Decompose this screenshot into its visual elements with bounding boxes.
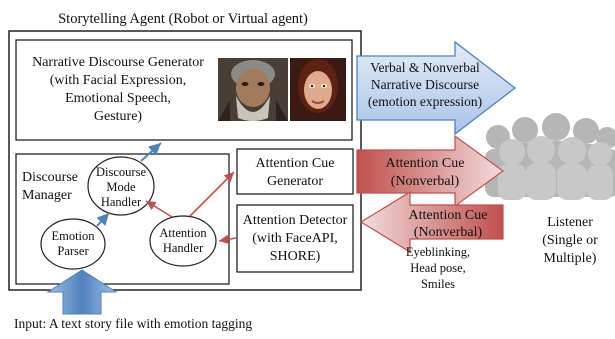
svg-text:Attention Cue: Attention Cue (409, 208, 488, 223)
cue-details-label: Eyeblinking, Head pose, Smiles (406, 245, 470, 291)
handler-to-mode-connector (145, 200, 173, 218)
svg-text:Smiles: Smiles (421, 277, 455, 291)
svg-text:(with FaceAPI,: (with FaceAPI, (252, 231, 338, 246)
mode-to-generator-connector (140, 142, 162, 162)
svg-text:Narrative Discourse Generator: Narrative Discourse Generator (32, 55, 204, 70)
narrative-generator-label: Narrative Discourse Generator (with Faci… (32, 55, 204, 124)
svg-text:(Nonverbal): (Nonverbal) (414, 225, 483, 240)
svg-text:Emotional Speech,: Emotional Speech, (65, 91, 171, 106)
cue-output-arrow (356, 134, 505, 208)
svg-text:Listener: Listener (547, 215, 593, 230)
diagram-title: Storytelling Agent (Robot or Virtual age… (58, 11, 308, 27)
input-caption: Input: A text story file with emotion ta… (14, 316, 252, 331)
svg-text:(emotion expression): (emotion expression) (368, 94, 482, 109)
emotion-parser-label: Emotion Parser (51, 229, 95, 258)
virtual-agent-face-image (290, 58, 346, 121)
discourse-manager-label: Discourse Manager (22, 170, 78, 203)
svg-text:Generator: Generator (267, 174, 323, 189)
attention-handler-node (149, 215, 217, 267)
svg-text:Attention Detector: Attention Detector (243, 213, 348, 228)
attention-handler-label: Attention Handler (159, 226, 207, 255)
verbal-output-arrow (356, 40, 517, 136)
listener-crowd-image (485, 113, 615, 200)
svg-text:Mode: Mode (106, 180, 136, 194)
attention-detector-box (236, 204, 354, 273)
svg-text:Discourse: Discourse (96, 165, 146, 179)
svg-text:Verbal & Nonverbal: Verbal & Nonverbal (370, 60, 480, 75)
svg-text:Emotion: Emotion (51, 229, 95, 243)
detector-to-handler-connector (218, 234, 237, 245)
svg-text:Discourse: Discourse (22, 170, 78, 185)
cue-input-arrow-label: Attention Cue (Nonverbal) (409, 208, 488, 240)
emotion-parser-node (40, 218, 106, 270)
handler-to-generator-connector (189, 171, 235, 217)
svg-text:(with Facial Expression,: (with Facial Expression, (50, 73, 186, 88)
svg-text:Parser: Parser (57, 244, 89, 258)
svg-text:Head pose,: Head pose, (410, 261, 466, 275)
svg-text:Attention Cue: Attention Cue (386, 156, 465, 171)
svg-text:Narrative Discourse: Narrative Discourse (371, 77, 479, 92)
svg-text:Manager: Manager (22, 188, 72, 203)
svg-text:SHORE): SHORE) (270, 249, 321, 264)
svg-text:Multiple): Multiple) (544, 251, 597, 266)
parser-to-mode-connector (96, 212, 110, 227)
verbal-output-arrow-label: Verbal & Nonverbal Narrative Discourse (… (368, 60, 482, 109)
cue-output-arrow-label: Attention Cue (Nonverbal) (386, 156, 465, 189)
svg-text:Attention: Attention (159, 226, 207, 240)
cue-generator-box (236, 148, 354, 195)
mode-handler-label: Discourse Mode Handler (96, 165, 146, 209)
cue-generator-label: Attention Cue Generator (256, 156, 335, 189)
mode-handler-node (87, 156, 155, 216)
svg-text:Handler: Handler (163, 241, 204, 255)
svg-text:Gesture): Gesture) (94, 109, 143, 124)
svg-text:Eyeblinking,: Eyeblinking, (406, 245, 470, 259)
cue-input-arrow (359, 190, 504, 254)
svg-text:Attention Cue: Attention Cue (256, 156, 335, 171)
svg-text:(Nonverbal): (Nonverbal) (391, 174, 460, 189)
input-arrow (46, 269, 118, 315)
svg-text:Handler: Handler (101, 195, 142, 209)
svg-text:(Single or: (Single or (542, 233, 598, 248)
attention-detector-label: Attention Detector (with FaceAPI, SHORE) (243, 213, 348, 264)
robot-face-image (218, 58, 288, 121)
listener-label: Listener (Single or Multiple) (542, 215, 598, 266)
